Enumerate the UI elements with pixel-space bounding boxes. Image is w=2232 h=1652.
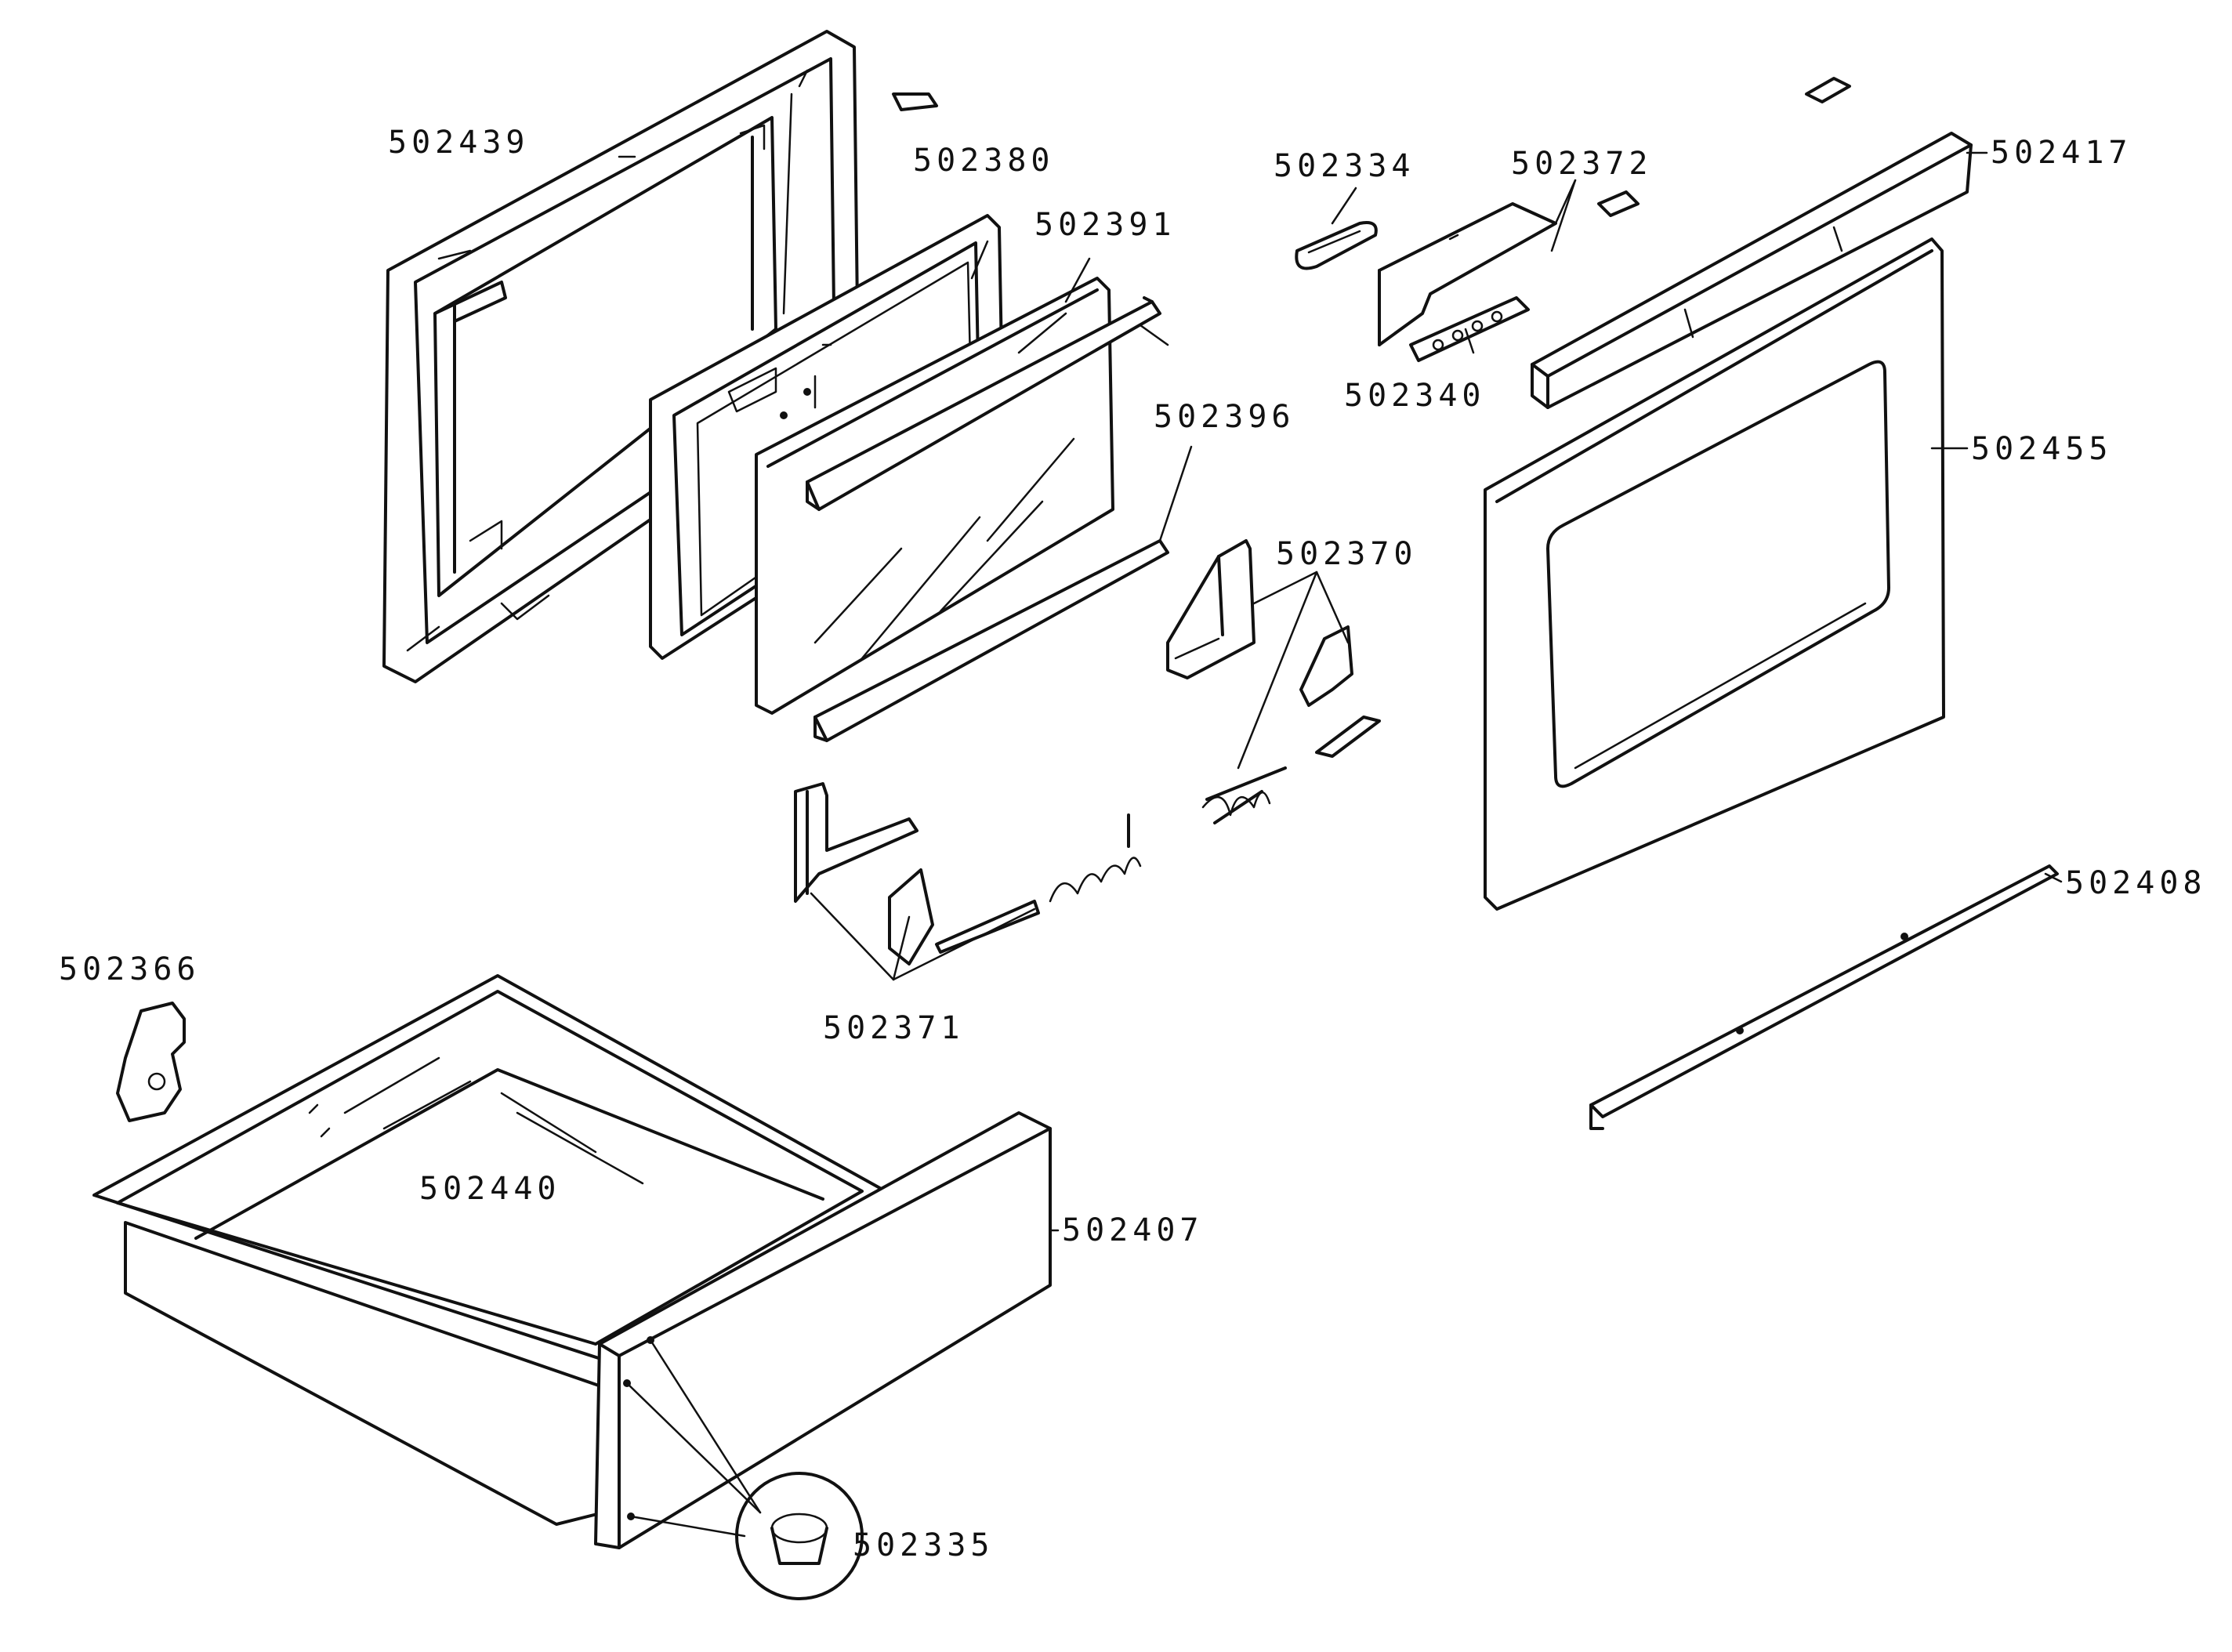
outer-door-502455 <box>1484 237 1945 911</box>
label-502380: 502380 <box>913 143 1055 179</box>
label-502439: 502439 <box>388 125 530 161</box>
bumper-502335 <box>735 1472 864 1600</box>
label-502371: 502371 <box>823 1010 965 1046</box>
door-clip-top-right <box>1805 77 1851 103</box>
door-clip-top-left <box>892 92 938 111</box>
door-top-trim-502417 <box>1531 132 1973 409</box>
drawer-pan-502440 <box>92 974 887 1526</box>
label-502391: 502391 <box>1034 207 1176 243</box>
label-502366: 502366 <box>59 951 201 987</box>
label-502340: 502340 <box>1344 378 1486 414</box>
leader-lines <box>625 151 2063 1538</box>
inner-door-frame-502439 <box>382 30 860 683</box>
hinge-right-502370 <box>1166 539 1381 824</box>
label-502396: 502396 <box>1154 399 1295 435</box>
label-502417: 502417 <box>1991 135 2132 171</box>
drawer-front-502407 <box>594 1111 1052 1549</box>
label-502455: 502455 <box>1971 431 2113 467</box>
glass-channels-502396 <box>806 296 1169 742</box>
label-502335: 502335 <box>853 1527 995 1563</box>
hinge-left-502371 <box>794 782 1142 965</box>
slide-bracket-502366 <box>116 1002 186 1122</box>
label-502408: 502408 <box>2065 865 2207 901</box>
label-502334: 502334 <box>1274 148 1415 184</box>
handle-bracket-502372 <box>1378 190 1640 346</box>
label-502440: 502440 <box>419 1171 561 1207</box>
handle-grip-502334 <box>1295 221 1378 270</box>
label-502372: 502372 <box>1511 146 1653 182</box>
lower-strip-502408 <box>1589 864 2059 1130</box>
label-502370: 502370 <box>1276 536 1418 572</box>
label-502407: 502407 <box>1062 1212 1204 1248</box>
control-plate-502340 <box>1409 296 1530 362</box>
